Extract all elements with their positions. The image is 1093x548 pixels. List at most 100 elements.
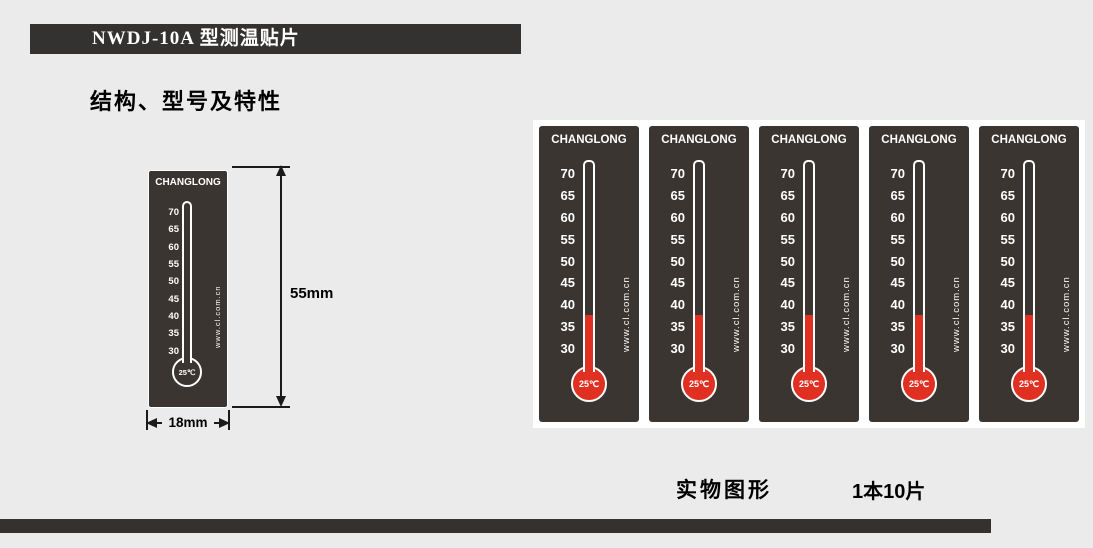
scale-value: 70 <box>780 166 795 181</box>
mercury-fill <box>695 315 703 372</box>
scale-value: 45 <box>890 275 905 291</box>
website-label: www.cl.com.cn <box>841 276 852 352</box>
width-dimension-arrow-left-icon <box>146 418 157 428</box>
scale-value: 65 <box>560 187 575 203</box>
structure-diagram-sticker: CHANGLONG 70 65 60 55 50 45 40 35 30 25℃… <box>148 170 228 408</box>
scale-value: 35 <box>168 328 179 340</box>
scale-value: 30 <box>168 345 179 357</box>
scale-value: 45 <box>670 275 685 291</box>
scale-value: 70 <box>890 166 905 181</box>
scale-value: 70 <box>560 166 575 181</box>
scale-value: 45 <box>1000 275 1015 291</box>
scale-value: 65 <box>670 187 685 203</box>
height-dimension-arrow-up-icon <box>276 165 286 176</box>
scale-value: 50 <box>1000 253 1015 269</box>
scale-value: 35 <box>560 319 575 335</box>
scale-value: 65 <box>1000 187 1015 203</box>
thermometer-bulb: 25℃ <box>1011 366 1047 402</box>
thermometer-bulb: 25℃ <box>571 366 607 402</box>
product-panel: CHANGLONG 70 65 60 55 50 45 40 35 30 25℃… <box>533 120 1085 428</box>
brand-label: CHANGLONG <box>881 134 957 146</box>
brand-label: CHANGLONG <box>771 134 847 146</box>
scale-value: 40 <box>168 310 179 322</box>
scale-value: 40 <box>670 297 685 313</box>
scale-value: 50 <box>168 276 179 288</box>
scale-value: 65 <box>780 187 795 203</box>
bulb-label: 25℃ <box>688 378 710 389</box>
title-bar: NWDJ-10A 型测温贴片 <box>30 24 521 54</box>
scale-value: 35 <box>890 319 905 335</box>
scale-value: 60 <box>780 209 795 225</box>
thermometer-tube <box>693 160 705 372</box>
scale-value: 60 <box>168 241 179 253</box>
scale-value: 40 <box>1000 297 1015 313</box>
brand-label: CHANGLONG <box>155 177 221 188</box>
bulb-label: 25℃ <box>908 378 930 389</box>
scale-value: 55 <box>890 231 905 247</box>
brand-label: CHANGLONG <box>661 134 737 146</box>
scale-value: 60 <box>560 209 575 225</box>
scale-value: 70 <box>670 166 685 181</box>
scale-value: 40 <box>890 297 905 313</box>
scale-column: 70 65 60 55 50 45 40 35 30 <box>771 167 795 355</box>
mercury-fill <box>915 315 923 372</box>
website-label: www.cl.com.cn <box>621 276 632 352</box>
product-sticker: CHANGLONG 70 65 60 55 50 45 40 35 30 25℃… <box>539 126 639 422</box>
website-label: www.cl.com.cn <box>951 276 962 352</box>
scale-value: 40 <box>560 297 575 313</box>
thermometer-tube <box>182 201 192 363</box>
scale-value: 70 <box>1000 166 1015 181</box>
product-sticker: CHANGLONG 70 65 60 55 50 45 40 35 30 25℃… <box>759 126 859 422</box>
scale-value: 55 <box>670 231 685 247</box>
product-sticker: CHANGLONG 70 65 60 55 50 45 40 35 30 25℃… <box>649 126 749 422</box>
scale-value: 30 <box>1000 341 1015 356</box>
mercury-fill <box>805 315 813 372</box>
height-dimension-label: 55mm <box>290 285 334 302</box>
bulb-label: 25℃ <box>798 378 820 389</box>
thermometer-tube <box>1023 160 1035 372</box>
scale-value: 55 <box>168 258 179 270</box>
scale-value: 60 <box>890 209 905 225</box>
section-heading: 结构、型号及特性 <box>90 89 283 114</box>
scale-value: 45 <box>780 275 795 291</box>
scale-value: 35 <box>1000 319 1015 335</box>
website-label: www.cl.com.cn <box>1061 276 1072 352</box>
thermometer-tube <box>913 160 925 372</box>
scale-value: 50 <box>780 253 795 269</box>
scale-column: 70 65 60 55 50 45 40 35 30 <box>157 208 179 356</box>
website-label: www.cl.com.cn <box>731 276 742 352</box>
scale-value: 45 <box>560 275 575 291</box>
thermometer-tube <box>583 160 595 372</box>
scale-value: 50 <box>560 253 575 269</box>
scale-value: 30 <box>780 341 795 356</box>
brand-label: CHANGLONG <box>991 134 1067 146</box>
scale-value: 50 <box>670 253 685 269</box>
scale-column: 70 65 60 55 50 45 40 35 30 <box>551 167 575 355</box>
height-extension-line-top <box>232 166 290 168</box>
product-sticker: CHANGLONG 70 65 60 55 50 45 40 35 30 25℃… <box>979 126 1079 422</box>
footer-bar <box>0 519 991 533</box>
brand-label: CHANGLONG <box>551 134 627 146</box>
mercury-fill <box>585 315 593 372</box>
thermometer-bulb: 25℃ <box>901 366 937 402</box>
scale-value: 35 <box>670 319 685 335</box>
height-dimension-line <box>280 172 282 402</box>
scale-value: 35 <box>780 319 795 335</box>
thermometer-tube <box>803 160 815 372</box>
scale-value: 50 <box>890 253 905 269</box>
thermometer-bulb: 25℃ <box>681 366 717 402</box>
scale-value: 70 <box>168 207 179 218</box>
scale-value: 55 <box>780 231 795 247</box>
scale-value: 55 <box>1000 231 1015 247</box>
scale-value: 40 <box>780 297 795 313</box>
mercury-fill <box>1025 315 1033 372</box>
scale-value: 30 <box>560 341 575 356</box>
scale-value: 60 <box>670 209 685 225</box>
scale-value: 60 <box>1000 209 1015 225</box>
website-label: www.cl.com.cn <box>213 285 222 348</box>
width-dimension-label: 18mm <box>162 415 214 430</box>
bulb-label: 25℃ <box>1018 378 1040 389</box>
scale-column: 70 65 60 55 50 45 40 35 30 <box>661 167 685 355</box>
bulb-label: 25℃ <box>578 378 600 389</box>
